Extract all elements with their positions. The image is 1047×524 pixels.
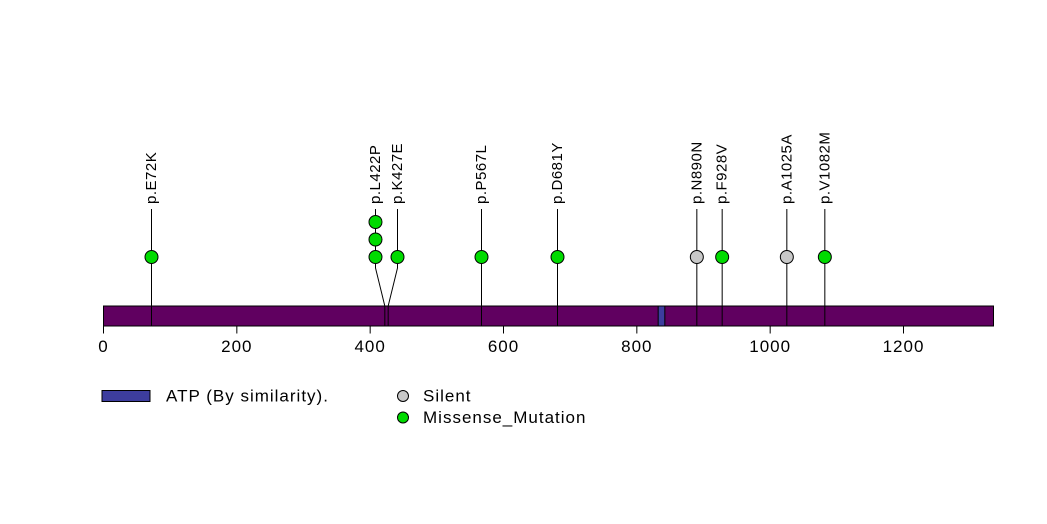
mutation-marker <box>368 232 383 247</box>
mutation-lollipop: p.D681Y <box>549 142 566 326</box>
legend: ATP (By similarity). Silent Missense_Mut… <box>101 387 586 427</box>
mutation-marker <box>390 250 405 264</box>
mutation-lollipop: p.K427E <box>387 143 406 326</box>
legend-swatch-atp-domain <box>101 390 151 402</box>
mutation-lollipop: p.V1082M <box>816 132 833 326</box>
mutation-marker <box>817 250 832 264</box>
axis-tick-label: 800 <box>621 337 652 356</box>
protein-backbone <box>103 305 994 327</box>
mutation-marker <box>715 250 730 264</box>
axis-tick-label: 200 <box>221 337 252 356</box>
legend-label-missense: Missense_Mutation <box>423 408 586 427</box>
axis-tick-label: 400 <box>354 337 385 356</box>
mutation-label: p.F928V <box>714 144 731 204</box>
mutation-label: p.P567L <box>473 145 490 204</box>
mutation-marker <box>474 250 489 264</box>
axis-tick-label: 1000 <box>749 337 791 356</box>
mutation-lollipop: p.E72K <box>143 152 160 326</box>
plot-marks: 0 200 400 600 800 1000 1200 p.E72K p.L422P p.K427… <box>98 132 994 356</box>
mutation-marker <box>144 250 159 264</box>
axis-tick-label: 600 <box>488 337 519 356</box>
mutation-stick <box>387 209 398 326</box>
legend-swatch-silent <box>397 390 409 402</box>
mutation-label: p.E72K <box>143 152 160 204</box>
mutation-marker <box>368 215 383 229</box>
mutation-label: p.V1082M <box>816 132 833 204</box>
mutation-label: p.A1025A <box>778 134 795 204</box>
mutation-lollipop: p.L422P <box>367 145 386 326</box>
mutation-label: p.L422P <box>367 145 384 204</box>
mutation-lollipop: p.P567L <box>473 145 490 326</box>
legend-label-silent: Silent <box>423 387 472 406</box>
mutation-lollipop: p.F928V <box>714 144 731 326</box>
protein-domain <box>657 305 666 327</box>
axis-tick-label: 1200 <box>883 337 925 356</box>
mutation-marker <box>689 250 704 264</box>
mutation-label: p.K427E <box>389 143 406 204</box>
mutation-lollipop: p.A1025A <box>778 134 795 326</box>
mutation-marker <box>368 250 383 264</box>
legend-swatch-missense <box>397 411 409 424</box>
mutation-marker <box>550 250 565 264</box>
mutation-label: p.D681Y <box>549 142 566 204</box>
axis-tick-label: 0 <box>98 337 108 356</box>
mutation-marker <box>779 250 794 264</box>
mutation-label: p.N890N <box>688 141 705 204</box>
mutation-lollipop: p.N890N <box>688 141 705 326</box>
legend-label-atp-domain: ATP (By similarity). <box>166 387 329 406</box>
